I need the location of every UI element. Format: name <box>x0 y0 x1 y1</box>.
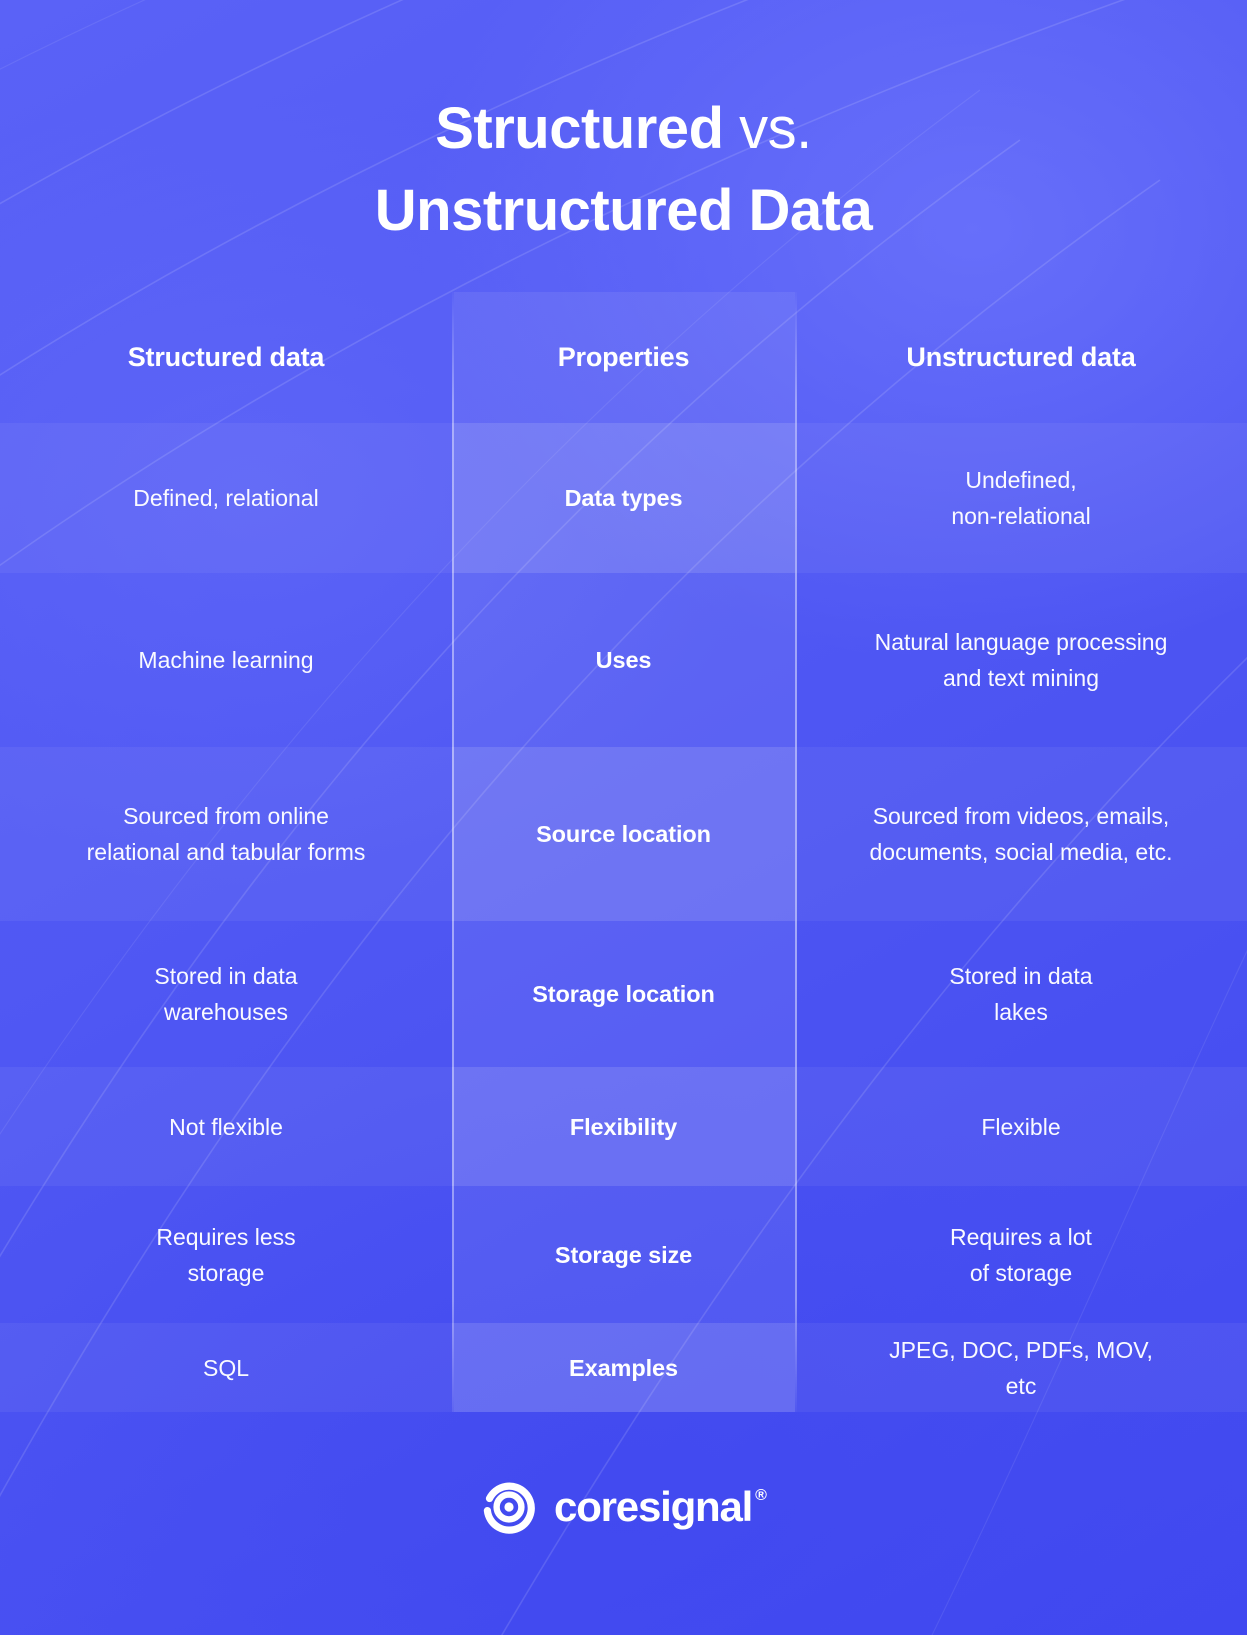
header-unstructured-label: Unstructured data <box>906 342 1136 372</box>
cell-structured: SQL <box>0 1323 452 1412</box>
title-line-2: Unstructured Data <box>374 178 873 243</box>
cell-unstructured-text: Flexible <box>981 1113 1061 1140</box>
cell-property-text: Storage location <box>532 981 715 1007</box>
table-row: Requires less storage Storage size Requi… <box>0 1186 1247 1323</box>
cell-unstructured: Sourced from videos, emails, documents, … <box>795 747 1247 921</box>
brand-wordmark-group: coresignal ® <box>554 1485 767 1529</box>
cell-unstructured: Requires a lot of storage <box>795 1186 1247 1323</box>
cell-unstructured-text: Natural language processing and text min… <box>874 629 1168 691</box>
header-structured-label: Structured data <box>127 342 325 372</box>
cell-unstructured: Natural language processing and text min… <box>795 573 1247 747</box>
cell-structured-text: Requires less storage <box>156 1223 296 1286</box>
title-line-1: Structured vs. <box>80 88 1167 170</box>
table-header-row: Structured data Properties Unstructured … <box>0 292 1247 423</box>
cell-structured-text: SQL <box>202 1354 250 1381</box>
header-structured: Structured data <box>0 292 452 423</box>
cell-unstructured: Undefined, non-relational <box>795 423 1247 573</box>
cell-unstructured-text: Sourced from videos, emails, documents, … <box>869 803 1173 865</box>
header-unstructured: Unstructured data <box>795 292 1247 423</box>
cell-property-text: Examples <box>569 1354 678 1381</box>
cell-unstructured: Stored in data lakes <box>795 921 1247 1067</box>
cell-property-text: Data types <box>564 485 683 511</box>
cell-structured-text: Sourced from online relational and tabul… <box>86 803 366 865</box>
cell-structured: Machine learning <box>0 573 452 747</box>
cell-structured: Not flexible <box>0 1067 452 1186</box>
registered-trademark-symbol: ® <box>755 1487 767 1504</box>
header-properties: Properties <box>452 292 795 423</box>
table-row: SQL Examples JPEG, DOC, PDFs, MOV, etc <box>0 1323 1247 1412</box>
cell-structured: Defined, relational <box>0 423 452 573</box>
cell-property-text: Flexibility <box>569 1113 678 1140</box>
cell-property-text: Uses <box>595 647 652 673</box>
cell-unstructured-text: Stored in data lakes <box>949 963 1093 1025</box>
cell-unstructured: Flexible <box>795 1067 1247 1186</box>
cell-unstructured-text: Undefined, non-relational <box>951 467 1091 529</box>
cell-property: Flexibility <box>452 1067 795 1186</box>
cell-structured: Sourced from online relational and tabul… <box>0 747 452 921</box>
cell-property: Examples <box>452 1323 795 1412</box>
table-row: Sourced from online relational and tabul… <box>0 747 1247 921</box>
table-row: Defined, relational Data types Undefined… <box>0 423 1247 573</box>
cell-structured-text: Defined, relational <box>133 485 319 511</box>
cell-property: Uses <box>452 573 795 747</box>
coresignal-spiral-icon <box>483 1482 535 1534</box>
cell-structured-text: Machine learning <box>138 647 314 673</box>
cell-property: Data types <box>452 423 795 573</box>
cell-property-text: Source location <box>536 821 711 847</box>
table-row: Not flexible Flexibility Flexible <box>0 1067 1247 1186</box>
page-title: Structured vs. Unstructured Data <box>0 88 1247 252</box>
cell-structured-text: Stored in data warehouses <box>154 963 298 1025</box>
header-properties-label: Properties <box>557 342 690 372</box>
cell-structured: Requires less storage <box>0 1186 452 1323</box>
cell-property-text: Storage size <box>554 1241 693 1268</box>
table-row: Machine learning Uses Natural language p… <box>0 573 1247 747</box>
comparison-table: Structured data Properties Unstructured … <box>0 292 1247 1412</box>
cell-unstructured-text: JPEG, DOC, PDFs, MOV, etc <box>889 1336 1153 1399</box>
cell-unstructured: JPEG, DOC, PDFs, MOV, etc <box>795 1323 1247 1412</box>
cell-property: Storage size <box>452 1186 795 1323</box>
cell-structured: Stored in data warehouses <box>0 921 452 1067</box>
cell-unstructured-text: Requires a lot of storage <box>950 1223 1092 1286</box>
cell-property: Storage location <box>452 921 795 1067</box>
cell-property: Source location <box>452 747 795 921</box>
footer-logo[interactable]: coresignal ® <box>0 1478 1247 1536</box>
cell-structured-text: Not flexible <box>169 1113 283 1140</box>
table-row: Stored in data warehouses Storage locati… <box>0 921 1247 1067</box>
title-structured: Structured <box>435 96 724 161</box>
title-vs: vs. <box>739 96 812 161</box>
brand-wordmark: coresignal <box>554 1483 753 1530</box>
